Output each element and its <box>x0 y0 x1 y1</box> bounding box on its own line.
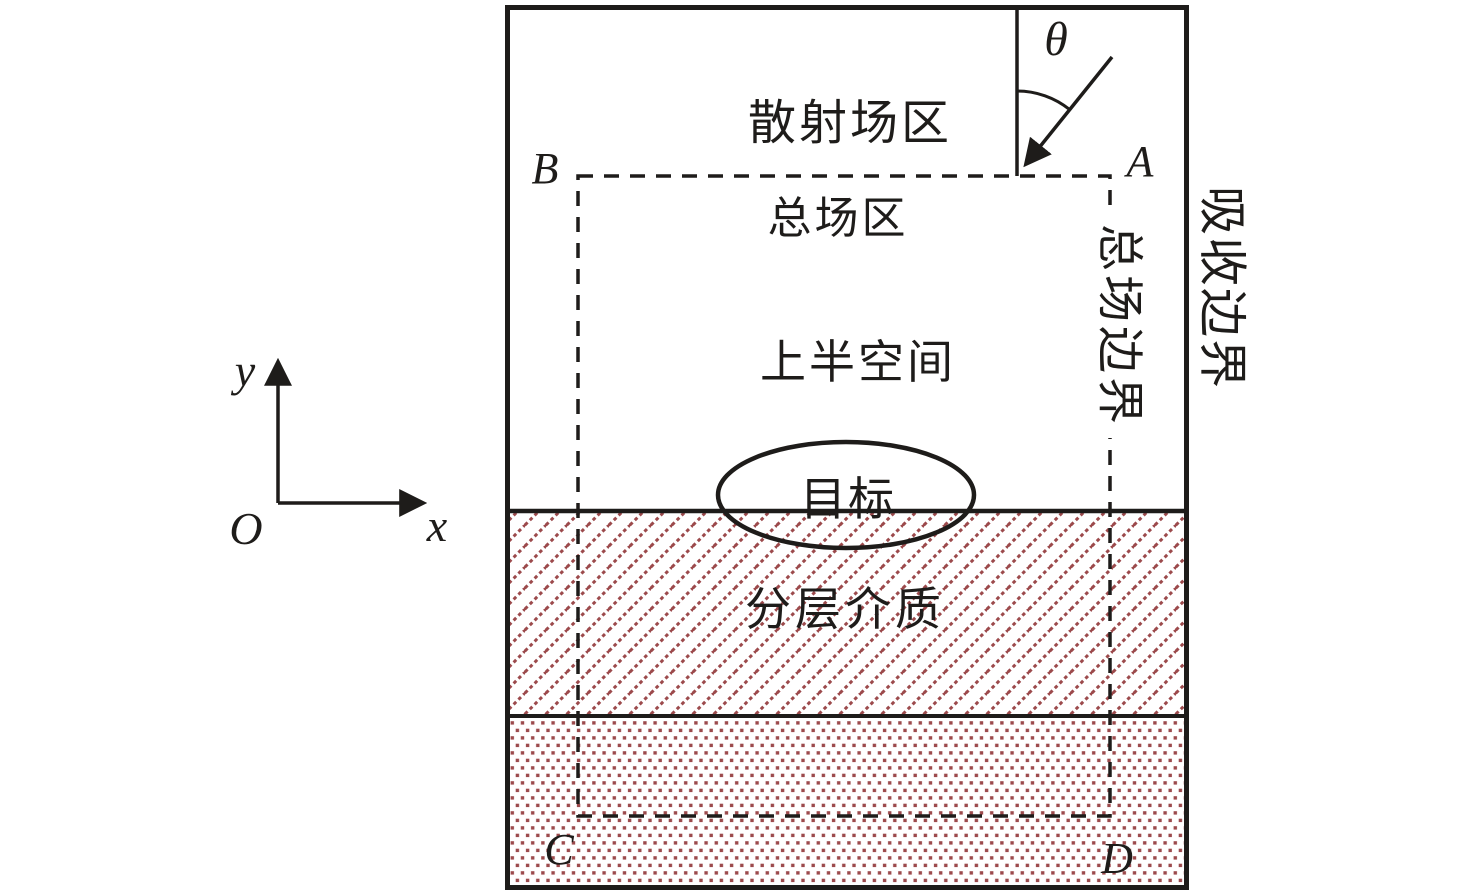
total-field-boundary-rect <box>576 174 1112 818</box>
corner-label-d: D <box>1101 834 1133 883</box>
substrate-dots-region <box>510 716 1184 887</box>
incident-angle-label: θ <box>1044 13 1068 66</box>
y-axis-label: y <box>234 345 256 396</box>
absorbing-boundary-label: 吸收边界 <box>1194 185 1250 391</box>
scattered-field-label: 散射场区 <box>747 97 953 150</box>
total-field-boundary-label: 总场边界 <box>1092 214 1145 438</box>
total-field-label: 总场区 <box>767 194 909 243</box>
corner-label-a: A <box>1126 137 1154 186</box>
x-axis-label: x <box>426 500 448 551</box>
incident-wave-arrow <box>1023 55 1114 168</box>
upper-half-space-label: 上半空间 <box>760 337 956 388</box>
layered-medium-label: 分层介质 <box>745 584 945 635</box>
corner-label-c: C <box>544 825 574 874</box>
layered-medium-hatch-region <box>510 511 1184 716</box>
corner-label-b: B <box>531 144 559 193</box>
target-ellipse <box>715 439 977 551</box>
incident-angle-arc <box>1016 89 1071 111</box>
origin-label: O <box>229 503 263 554</box>
simulation-domain-border <box>505 5 1189 890</box>
target-label: 目标 <box>800 474 896 525</box>
